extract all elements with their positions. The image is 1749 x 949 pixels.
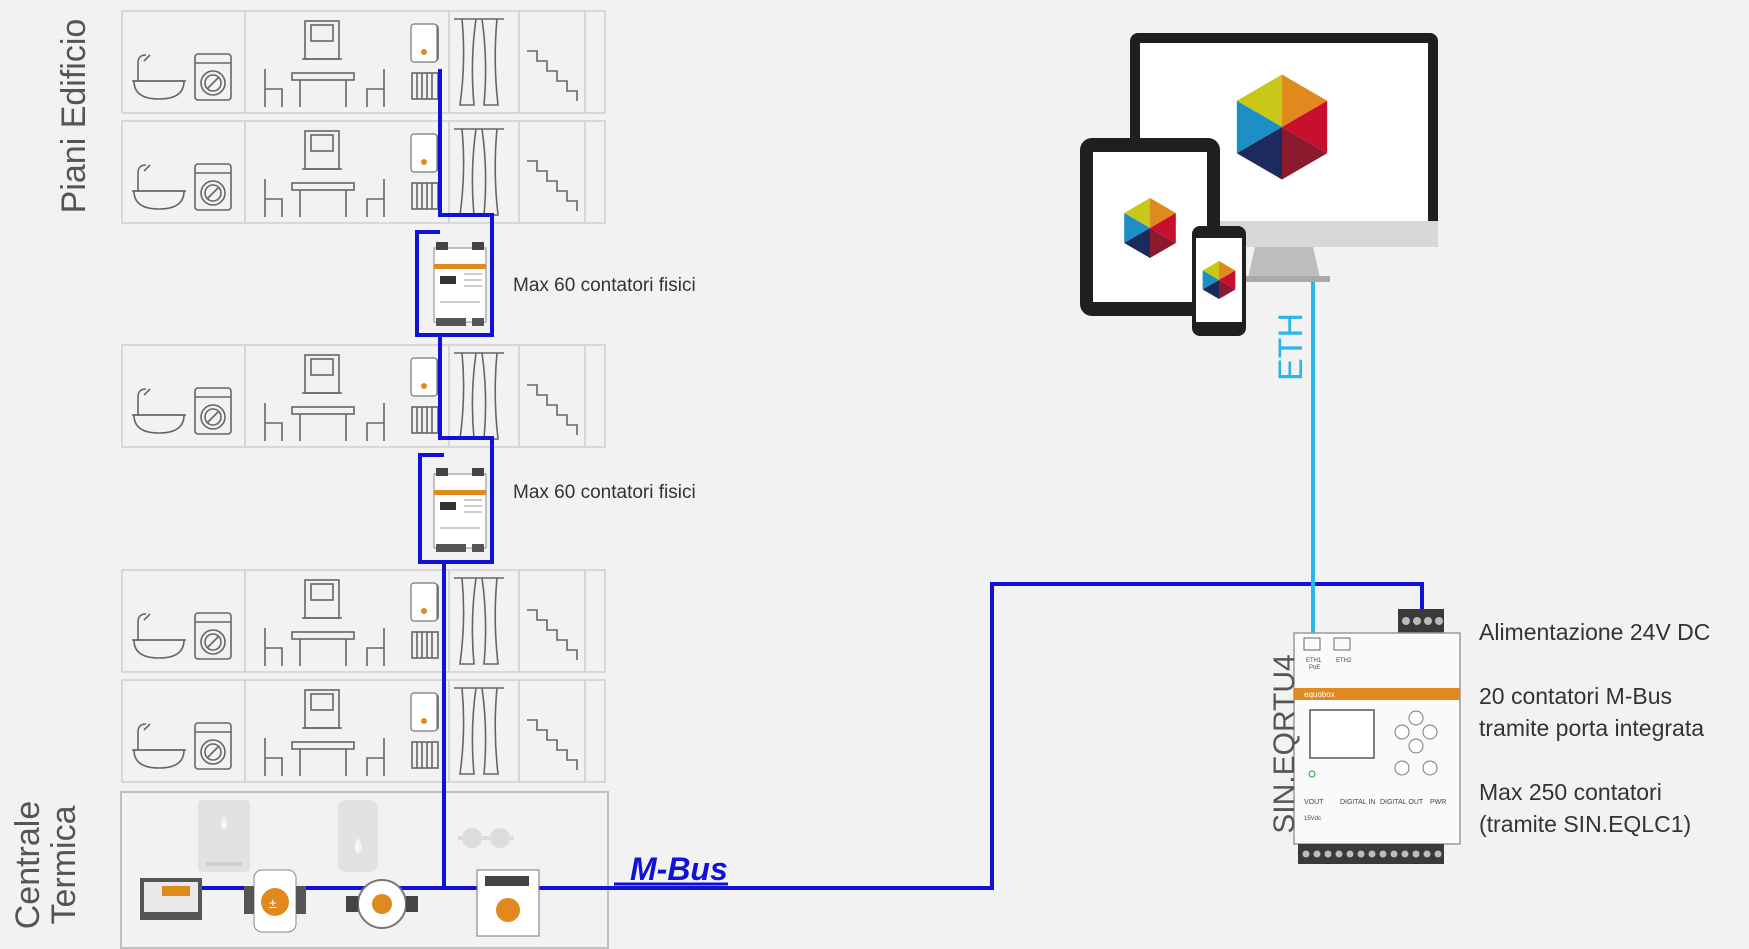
max-note-line2: (tramite SIN.EQLC1) — [1479, 811, 1692, 837]
vdc-label: 15Vdc — [1304, 816, 1321, 822]
concentrator-module-2 — [433, 467, 487, 553]
max-note-line1: Max 250 contatori — [1479, 779, 1662, 805]
water-tank-icon — [338, 800, 378, 872]
power-note: Alimentazione 24V DC — [1479, 619, 1711, 645]
concentrator-module-1 — [433, 241, 487, 327]
poe-label: PoE — [1309, 665, 1320, 671]
thermostat-icon: ± — [244, 869, 306, 933]
building-floors — [121, 10, 606, 783]
concentrator-caption-2: Max 60 contatori fisici — [513, 482, 696, 503]
client-devices — [1080, 33, 1438, 336]
digital-out-label: DIGITAL OUT — [1380, 799, 1424, 806]
mbus-wiring — [160, 69, 1424, 890]
floor-2 — [121, 120, 606, 224]
phone-icon — [1192, 226, 1246, 336]
mbus-riser-mid — [418, 335, 494, 564]
plant-devices: ± — [140, 869, 540, 937]
concentrator-caption-1: Max 60 contatori fisici — [513, 275, 696, 296]
controller-icon — [140, 878, 202, 920]
building-floors-label: Piani Edificio — [55, 18, 93, 214]
boiler-icon — [198, 800, 250, 872]
floor-1 — [121, 10, 606, 114]
mbus-riser-top — [415, 69, 494, 337]
device-name-label: SIN.EQRTU4 — [1268, 654, 1301, 834]
digital-in-label: DIGITAL IN — [1340, 799, 1375, 806]
svg-text:±: ± — [269, 895, 277, 911]
floor-5 — [121, 679, 606, 783]
floor-meters — [410, 23, 438, 732]
gateway-brand: equobox — [1304, 690, 1335, 699]
mbus-plant-line — [160, 582, 1424, 890]
gateway-device: equobox ETH1 PoE ETH2 VOUT DIGITAL IN DI… — [1293, 609, 1461, 864]
light-meter-icon — [476, 869, 540, 937]
vout-label: VOUT — [1304, 799, 1324, 806]
eth1-label: ETH1 — [1306, 658, 1322, 664]
pwr-label: PWR — [1430, 799, 1446, 806]
mbus-note-line2: tramite porta integrata — [1479, 715, 1705, 741]
eth-label: ETH — [1272, 313, 1310, 381]
mbus-label: M-Bus — [630, 851, 728, 887]
pump-icon — [458, 828, 514, 848]
central-plant-label-line1: Centrale — [9, 800, 47, 930]
central-plant-label-line2: Termica — [45, 805, 83, 925]
mbus-note-line1: 20 contatori M-Bus — [1479, 683, 1673, 709]
flow-meter-icon — [346, 879, 418, 929]
floor-4 — [121, 569, 606, 673]
tablet-icon — [1080, 138, 1220, 316]
eth2-label: ETH2 — [1336, 658, 1352, 664]
floor-3 — [121, 344, 606, 448]
